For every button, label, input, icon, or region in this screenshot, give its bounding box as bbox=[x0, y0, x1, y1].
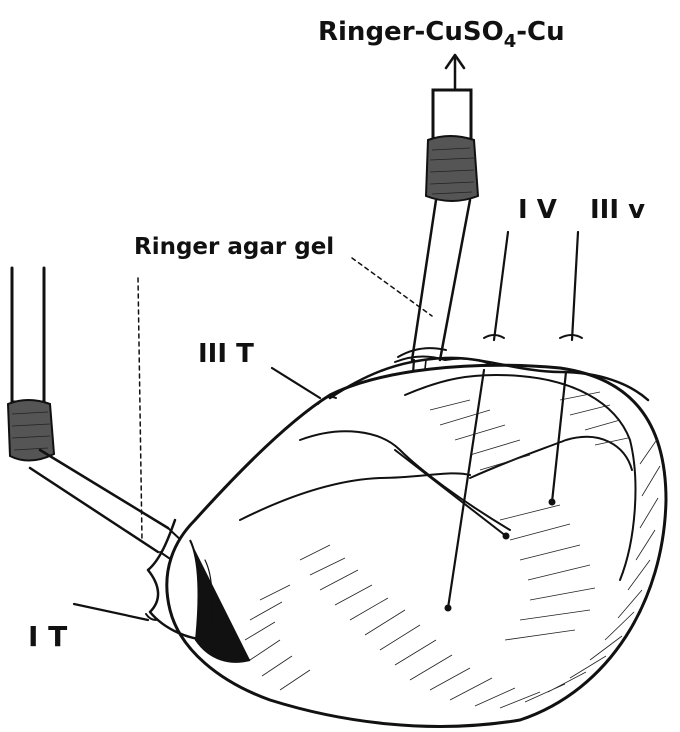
iiit-label: III T bbox=[198, 339, 254, 369]
gel-label: Ringer agar gel bbox=[134, 234, 334, 260]
top-electrode-label: Ringer-CuSO4-Cu bbox=[318, 17, 565, 52]
it-leader-line bbox=[74, 604, 148, 620]
iv-label: I V bbox=[518, 195, 557, 225]
gel-leader-line bbox=[352, 258, 432, 316]
iiit-leader-line bbox=[272, 368, 320, 398]
specimen-body bbox=[146, 335, 666, 726]
it-label: I T bbox=[28, 620, 67, 653]
gel-leader-line-left bbox=[138, 278, 142, 540]
iiiv-label: III v bbox=[590, 195, 645, 225]
